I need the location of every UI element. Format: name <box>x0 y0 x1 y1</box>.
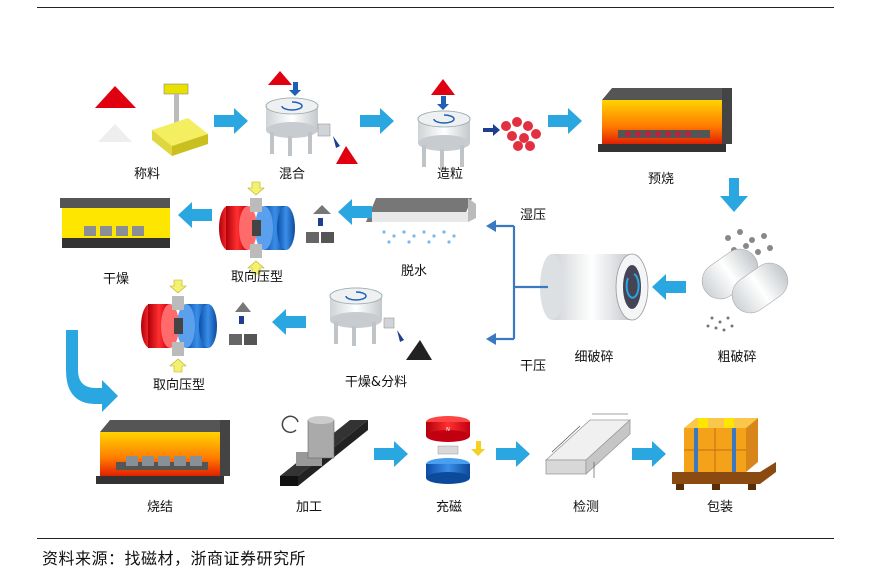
arrow-pressing-to-drying <box>178 202 212 228</box>
step-label-coarse-crushing: 粗破碎 <box>717 350 757 365</box>
press-branch-arrows <box>494 224 548 341</box>
mixing-illustration <box>265 71 358 164</box>
step-label-dehydration: 脱水 <box>400 264 428 279</box>
svg-text:N: N <box>446 427 450 433</box>
coarse-crushing-illustration <box>701 229 789 332</box>
arrow-magnetizing-to-inspection <box>496 441 530 467</box>
step-label-drying: 干燥 <box>102 272 130 287</box>
presintering-kiln <box>598 88 732 152</box>
step-label-granulation: 造粒 <box>436 167 464 182</box>
source-note: 资料来源：找磁材，浙商证券研究所 <box>42 549 307 568</box>
arrow-presintering-to-crushing <box>720 178 748 212</box>
step-label-oriented-pressing-2: 取向压型 <box>152 378 206 393</box>
arrow-inspection-to-packaging <box>632 441 666 467</box>
machining-illustration <box>280 415 368 486</box>
arrow-weighing-to-mixing <box>214 108 248 134</box>
fine-crushing-illustration <box>540 253 649 321</box>
inspection-illustration <box>544 413 632 478</box>
top-rule <box>37 7 834 8</box>
step-label-fine-crushing: 细破碎 <box>574 350 614 365</box>
drying-kiln <box>60 198 170 248</box>
step-label-sintering: 烧结 <box>146 500 174 515</box>
dehydration-product <box>306 205 334 243</box>
step-label-inspection: 检测 <box>572 500 600 515</box>
arrow-wet-press <box>486 220 496 232</box>
arrow-dry-press <box>486 333 496 345</box>
step-label-oriented-pressing-1: 取向压型 <box>230 270 284 285</box>
dehydration-illustration <box>366 198 476 244</box>
arrow-coarse-to-fine <box>652 274 686 300</box>
dispersing-product <box>229 302 257 345</box>
oriented-pressing-2-illustration <box>140 279 218 373</box>
arrow-pressing-to-sintering <box>66 330 118 412</box>
step-label-dry-press: 干压 <box>520 359 547 374</box>
magnetizing-illustration: N <box>426 416 485 484</box>
step-label-presintering: 预烧 <box>647 172 675 187</box>
step-label-drying-dispersing: 干燥&分料 <box>344 375 408 390</box>
arrow-machining-to-magnetizing <box>374 441 408 467</box>
step-label-weighing: 称料 <box>133 167 161 182</box>
granulation-illustration <box>417 79 541 170</box>
weighing-illustration <box>95 83 208 156</box>
step-label-wet-press: 湿压 <box>520 208 547 223</box>
arrow-dispersing-to-pressing <box>272 309 306 335</box>
drying-dispersing-illustration <box>329 287 432 360</box>
step-label-packaging: 包装 <box>706 500 734 515</box>
step-label-magnetizing: 充磁 <box>435 500 463 515</box>
step-label-mixing: 混合 <box>278 167 306 182</box>
step-label-machining: 加工 <box>295 500 323 515</box>
packaging-illustration <box>672 418 776 490</box>
oriented-pressing-1-illustration <box>218 181 296 275</box>
sintering-kiln <box>96 420 230 484</box>
bottom-rule <box>37 538 834 539</box>
arrow-mixing-to-granulation <box>360 108 394 134</box>
arrow-granulation-to-presintering <box>548 108 582 134</box>
